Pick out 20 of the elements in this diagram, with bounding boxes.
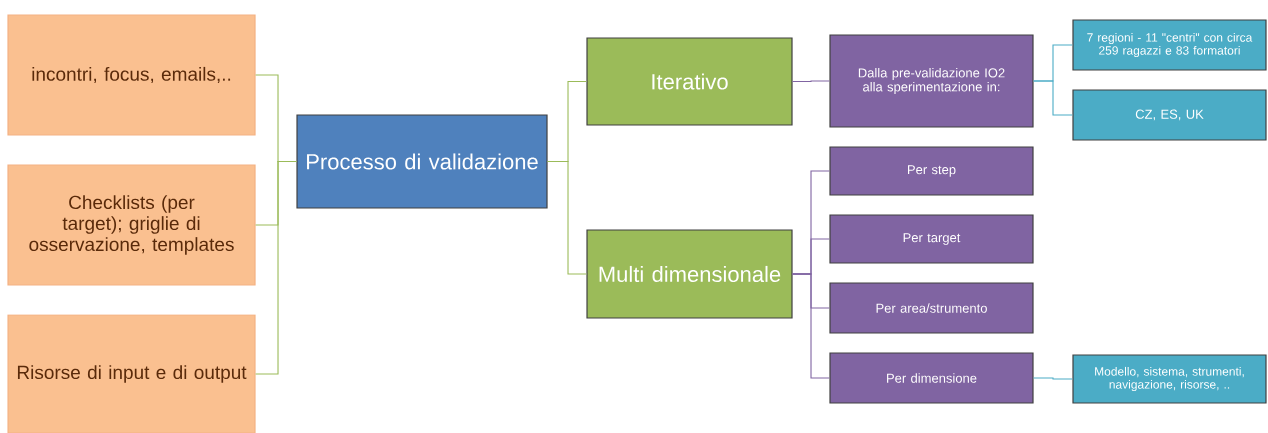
connector xyxy=(792,80,830,83)
process-box: CZ, ES, UK xyxy=(1072,89,1267,141)
connector xyxy=(1033,80,1073,116)
process-box: Iterativo xyxy=(586,37,793,126)
connector xyxy=(1033,377,1073,380)
connector xyxy=(792,273,830,379)
note-box: Risorse di input e di output xyxy=(7,314,256,433)
note-box: Checklists (per target); griglie di osservazione, templates xyxy=(7,164,256,286)
process-box: Per step xyxy=(829,146,1034,196)
process-box: Processo di validazione xyxy=(296,114,548,209)
connector xyxy=(547,160,587,275)
process-box: Modello, sistema, strumenti, navigazione, risorse, .. xyxy=(1072,354,1267,404)
process-box: Per target xyxy=(829,214,1034,264)
process-box: Per area/strumento xyxy=(829,282,1034,334)
process-box: Per dimensione xyxy=(829,352,1034,404)
process-box: 7 regioni - 11 "centri" con circa 259 ragazzi e 83 formatori xyxy=(1072,19,1267,71)
process-box: Dalla pre-validazione IO2 alla sperimentazione in: xyxy=(829,34,1034,128)
connector xyxy=(255,160,297,375)
process-box: Multi dimensionale xyxy=(586,229,793,319)
note-box: incontri, focus, emails,.. xyxy=(7,14,256,136)
